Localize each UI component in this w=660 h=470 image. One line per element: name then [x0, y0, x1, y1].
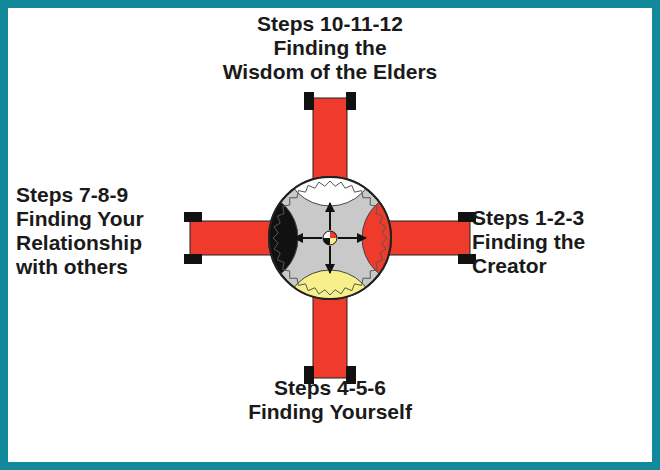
tab-flange: [346, 92, 356, 110]
step-label: Steps 1-2-3 Finding the Creator: [472, 206, 652, 278]
arrow-left: [294, 237, 322, 239]
tab-flange: [304, 92, 314, 110]
tab-flange: [184, 212, 202, 222]
tab-stem: [386, 221, 470, 255]
arrow-up: [329, 203, 331, 230]
step-label: Steps 4-5-6 Finding Yourself: [150, 376, 510, 424]
tab-stem: [190, 221, 274, 255]
center-arrows: [294, 203, 366, 273]
frame-border: [4, 4, 656, 466]
tab-flange: [184, 254, 202, 264]
arrow-right: [338, 237, 366, 239]
wheel-tabs: [184, 92, 476, 384]
wheel-rim: [269, 177, 391, 299]
gear-teeth: [273, 181, 387, 295]
step-label: Steps 10-11-12 Finding the Wisdom of the…: [150, 12, 510, 84]
tab-stem: [313, 294, 347, 378]
step-label: Steps 7-8-9 Finding Your Relationship wi…: [16, 183, 226, 279]
wheel-tab: [386, 212, 476, 264]
arrow-down: [329, 246, 331, 273]
wheel-segments: [206, 114, 454, 362]
center-dot: [323, 231, 337, 245]
wheel-tab: [304, 294, 356, 384]
wheel-tab: [304, 92, 356, 182]
tab-stem: [313, 98, 347, 182]
wheel-tab: [184, 212, 274, 264]
dot-rim: [323, 231, 337, 245]
